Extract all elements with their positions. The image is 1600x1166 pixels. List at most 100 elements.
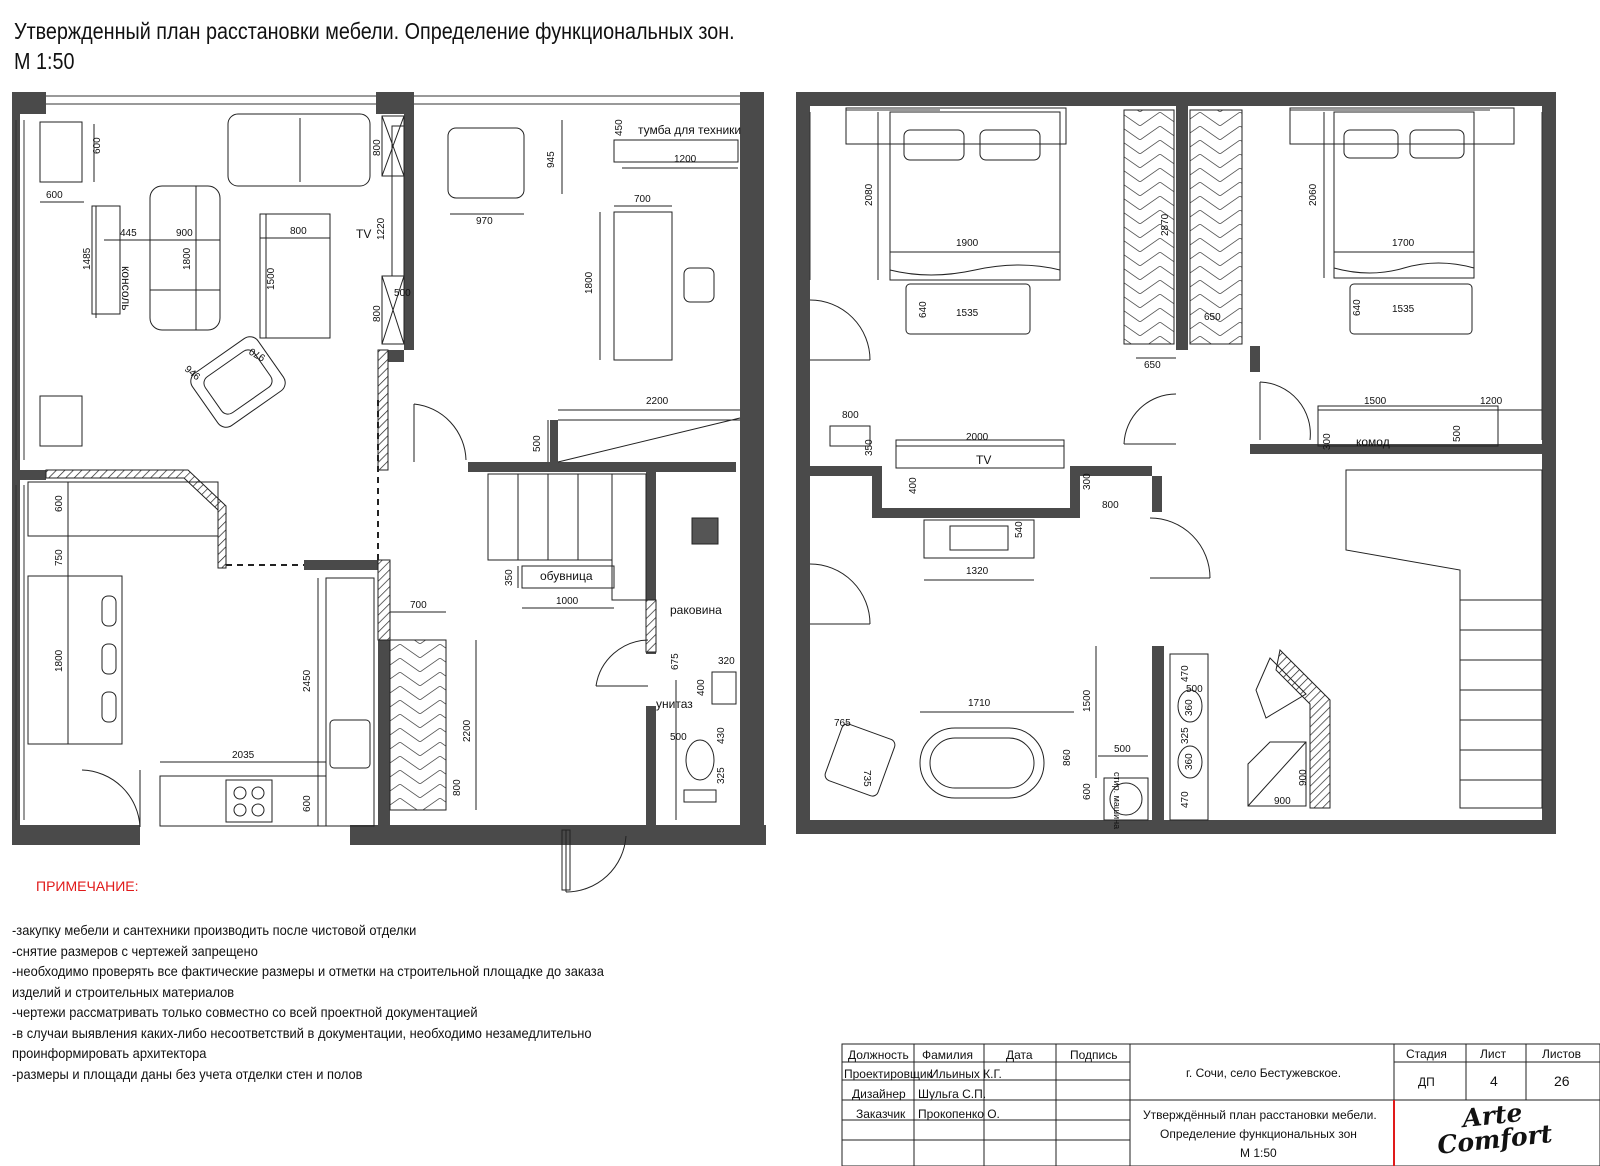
cooktop (225, 779, 273, 823)
dining-table (27, 575, 123, 745)
shower (1247, 741, 1307, 807)
dim2-2060: 2060 (1308, 183, 1319, 206)
stamp-sheet-title-1: Утверждённый план расстановки мебели. (1143, 1108, 1377, 1122)
dim2-1320: 1320 (966, 566, 989, 577)
dim-445: 445 (120, 228, 137, 239)
sofa (227, 113, 371, 187)
dim-600a: 600 (92, 137, 103, 154)
stamp-sheet-title-2: Определение функциональных зон (1160, 1127, 1357, 1141)
dim-320: 320 (718, 656, 735, 667)
windows (15, 95, 740, 820)
bed-right (1333, 111, 1475, 335)
kitchen-sink (329, 719, 371, 769)
dim2-2000: 2000 (966, 432, 989, 443)
dim-1485: 1485 (82, 247, 93, 270)
dim-700a: 700 (634, 194, 651, 205)
note-line: изделий и строительных материалов (12, 983, 235, 1000)
stamp-sheet-title-3: М 1:50 (1240, 1146, 1277, 1160)
corner-sink (1255, 657, 1307, 719)
label-console: консоль (119, 266, 133, 310)
label-tv-2: TV (976, 453, 991, 467)
dim-1800c: 1800 (54, 649, 65, 672)
label-dresser: комод (1356, 435, 1390, 449)
tv-console-2 (895, 439, 1065, 469)
desk (613, 211, 673, 361)
plan-first-floor (12, 92, 766, 893)
dim2-500c: 500 (1186, 684, 1203, 695)
window-block-right (1289, 107, 1515, 145)
dim-700b: 700 (410, 600, 427, 611)
stairs (487, 473, 647, 601)
dim2-640a: 640 (918, 301, 929, 318)
dresser (1317, 405, 1499, 447)
dim-945: 945 (546, 151, 557, 168)
stamp-sheet-label: Лист (1480, 1047, 1507, 1061)
office-chair (683, 267, 715, 303)
stairs-2 (1345, 469, 1543, 809)
dim-600b: 600 (46, 190, 63, 201)
dim-1800a: 1800 (182, 247, 193, 270)
dim-500c: 500 (670, 732, 687, 743)
dim2-500a: 500 (1452, 425, 1463, 442)
fireplace (923, 519, 1035, 559)
coffee-table (259, 213, 331, 339)
dim2-540: 540 (1014, 521, 1025, 538)
dim-675: 675 (670, 653, 681, 670)
console (91, 205, 121, 315)
stamp-location: г. Сочи, село Бестужевское. (1186, 1066, 1342, 1080)
dim2-1200: 1200 (1480, 396, 1503, 407)
dim-750: 750 (54, 549, 65, 566)
dim2-2870: 2870 (1160, 213, 1171, 236)
dim2-860: 860 (1062, 749, 1073, 766)
plan1-dim-lines (40, 120, 740, 826)
note-line: -чертежи рассматривать только совместно … (12, 1004, 478, 1020)
window-block-left (845, 107, 1067, 145)
bath-chair (824, 723, 896, 797)
dim2-650a: 650 (1144, 360, 1161, 371)
stamp-sheets: 26 (1554, 1073, 1570, 1089)
dim-1000: 1000 (556, 596, 579, 607)
note-line: -закупку мебели и сантехники производить… (12, 922, 417, 938)
notes-list: -закупку мебели и сантехники производить… (12, 920, 619, 1084)
dim-450: 450 (614, 119, 625, 136)
dim-800c: 800 (372, 305, 383, 322)
dim2-300a: 300 (1082, 473, 1093, 490)
plan2-dim-lines (877, 110, 1542, 778)
dim-970b: 970 (476, 216, 493, 227)
stamp-stage: ДП (1418, 1075, 1435, 1089)
dim-1220: 1220 (376, 217, 387, 240)
kitchen-counter-bottom (159, 775, 327, 827)
dim2-900a: 900 (1298, 769, 1309, 786)
label-shoe-rack: обувница (540, 569, 593, 583)
drawing-title: Утвержденный план расстановки мебели. Оп… (14, 16, 735, 76)
dim2-2080: 2080 (864, 183, 875, 206)
dim-2200b: 2200 (462, 719, 473, 742)
dim-800d: 800 (452, 779, 463, 796)
office-armchair (447, 127, 525, 199)
plan2-dimensions: 2080 1900 640 1535 2870 650 650 2060 170… (834, 183, 1503, 808)
dim-430: 430 (716, 727, 727, 744)
dim-2035: 2035 (232, 750, 255, 761)
shoe-cabinet (521, 565, 615, 589)
dim-325: 325 (716, 767, 727, 784)
sofa-corner (149, 185, 221, 331)
dim-800b: 800 (372, 139, 383, 156)
armchair (190, 336, 286, 428)
kitchen-counter-right (325, 577, 375, 827)
dim2-360a: 360 (1184, 699, 1195, 716)
washing-machine (1103, 777, 1149, 821)
dim2-1500b: 1500 (1082, 689, 1093, 712)
dim2-1500a: 1500 (1364, 396, 1387, 407)
dim2-800b: 800 (1102, 500, 1119, 511)
note-line: -размеры и площади даны без учета отделк… (12, 1065, 363, 1082)
dim-900: 900 (176, 228, 193, 239)
stamp-sheets-label: Листов (1542, 1047, 1581, 1061)
stamp-row-surname: Ильиных К.Г. (930, 1067, 1002, 1081)
bathtub (919, 727, 1045, 799)
dim-500b: 500 (532, 435, 543, 452)
dim-350: 350 (504, 569, 515, 586)
stamp-header-surname: Фамилия (922, 1048, 973, 1062)
dim-1500a: 1500 (266, 267, 277, 290)
